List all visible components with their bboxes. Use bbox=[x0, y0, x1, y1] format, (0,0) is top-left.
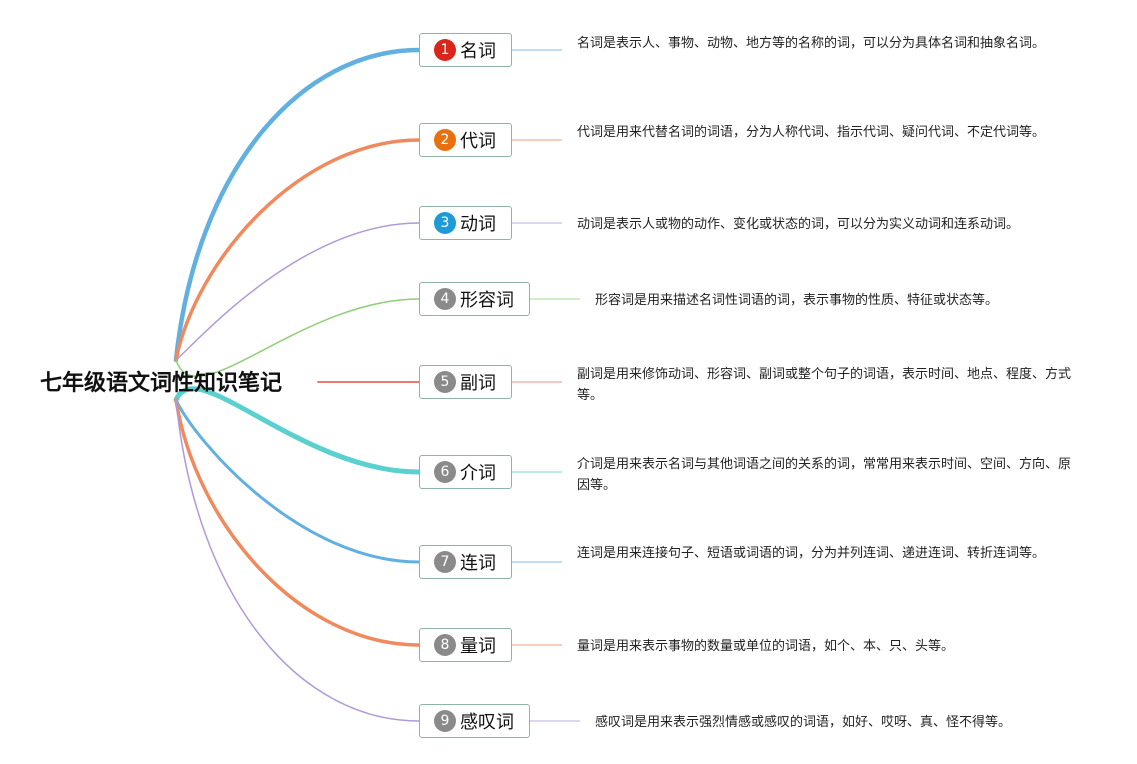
number-badge-9: 9 bbox=[434, 710, 456, 732]
branch-curve bbox=[175, 222, 420, 361]
topic-label: 代词 bbox=[460, 131, 496, 152]
number-badge-6: 6 bbox=[434, 461, 456, 483]
topic-label: 介词 bbox=[460, 463, 496, 484]
branch-curve bbox=[174, 138, 421, 362]
desc-adverb[interactable]: 副词是用来修饰动词、形容词、副词或整个句子的词语，表示时间、地点、程度、方式等。 bbox=[577, 367, 1072, 403]
topic-label: 副词 bbox=[460, 373, 496, 394]
topic-label: 连词 bbox=[460, 553, 496, 574]
number-badge-5: 5 bbox=[434, 371, 456, 393]
topic-adjective[interactable]: 4 形容词 bbox=[419, 282, 530, 316]
topic-interjection[interactable]: 9 感叹词 bbox=[419, 704, 530, 738]
desc-measure-word[interactable]: 量词是用来表示事物的数量或单位的词语，如个、本、只、头等。 bbox=[577, 639, 955, 654]
topic-label: 名词 bbox=[460, 41, 496, 62]
number-badge-4: 4 bbox=[434, 288, 456, 310]
topic-label: 形容词 bbox=[460, 290, 514, 311]
number-badge-1: 1 bbox=[434, 39, 456, 61]
desc-verb[interactable]: 动词是表示人或物的动作、变化或状态的词，可以分为实义动词和连系动词。 bbox=[577, 217, 1020, 232]
topic-adverb[interactable]: 5 副词 bbox=[419, 365, 512, 399]
number-badge-8: 8 bbox=[434, 634, 456, 656]
desc-interjection[interactable]: 感叹词是用来表示强烈情感或感叹的词语，如好、哎呀、真、怪不得等。 bbox=[595, 715, 1012, 730]
topic-verb[interactable]: 3 动词 bbox=[419, 206, 512, 240]
desc-adjective[interactable]: 形容词是用来描述名词性词语的词，表示事物的性质、特征或状态等。 bbox=[595, 293, 999, 308]
desc-pronoun[interactable]: 代词是用来代替名词的词语，分为人称代词、指示代词、疑问代词、不定代词等。 bbox=[577, 125, 1046, 140]
root-topic[interactable]: 七年级语文词性知识笔记 bbox=[40, 371, 283, 396]
branch-curve bbox=[173, 386, 422, 475]
branch-curve bbox=[173, 47, 422, 363]
topic-label: 动词 bbox=[460, 214, 496, 235]
topic-label: 感叹词 bbox=[460, 712, 514, 733]
topic-preposition[interactable]: 6 介词 bbox=[419, 455, 512, 489]
desc-noun[interactable]: 名词是表示人、事物、动物、地方等的名称的词，可以分为具体名词和抽象名词。 bbox=[577, 36, 1046, 51]
desc-conjunction[interactable]: 连词是用来连接句子、短语或词语的词，分为并列连词、递进连词、转折连词等。 bbox=[577, 546, 1046, 561]
branch-curve bbox=[174, 398, 421, 647]
branch-curve bbox=[175, 399, 420, 722]
desc-preposition[interactable]: 介词是用来表示名词与其他词语之间的关系的词，常常用来表示时间、空间、方向、原因等… bbox=[577, 457, 1072, 493]
topic-conjunction[interactable]: 7 连词 bbox=[419, 545, 512, 579]
number-badge-7: 7 bbox=[434, 551, 456, 573]
topic-label: 量词 bbox=[460, 636, 496, 657]
topic-measure-word[interactable]: 8 量词 bbox=[419, 628, 512, 662]
topic-noun[interactable]: 1 名词 bbox=[419, 33, 512, 67]
number-badge-3: 3 bbox=[434, 212, 456, 234]
number-badge-2: 2 bbox=[434, 129, 456, 151]
branch-curve bbox=[175, 298, 420, 378]
topic-pronoun[interactable]: 2 代词 bbox=[419, 123, 512, 157]
branch-curve bbox=[174, 398, 421, 564]
